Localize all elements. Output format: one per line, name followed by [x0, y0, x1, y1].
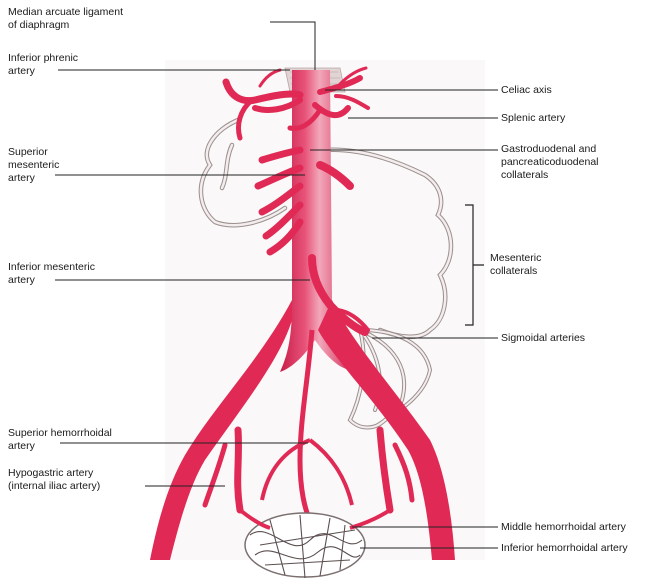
label-sigmoidal-arteries: Sigmoidal arteries — [501, 332, 585, 345]
label-gastroduodenal-collaterals: Gastroduodenal and pancreaticoduodenal c… — [501, 143, 599, 182]
label-mesenteric-collaterals: Mesenteric collaterals — [490, 252, 541, 278]
label-middle-hemorrhoidal-artery: Middle hemorrhoidal artery — [501, 521, 626, 534]
label-hypogastric-artery: Hypogastric artery (internal iliac arter… — [8, 467, 100, 493]
label-superior-hemorrhoidal-artery: Superior hemorrhoidal artery — [8, 427, 112, 453]
label-inferior-phrenic-artery: Inferior phrenic artery — [8, 52, 78, 78]
label-median-arcuate-ligament: Median arcuate ligament of diaphragm — [8, 6, 123, 32]
label-celiac-axis: Celiac axis — [501, 84, 552, 97]
label-inferior-hemorrhoidal-artery: Inferior hemorrhoidal artery — [501, 542, 628, 555]
label-inferior-mesenteric-artery: Inferior mesenteric artery — [8, 261, 95, 287]
label-superior-mesenteric-artery: Superior mesenteric artery — [8, 146, 59, 185]
label-splenic-artery: Splenic artery — [501, 112, 565, 125]
